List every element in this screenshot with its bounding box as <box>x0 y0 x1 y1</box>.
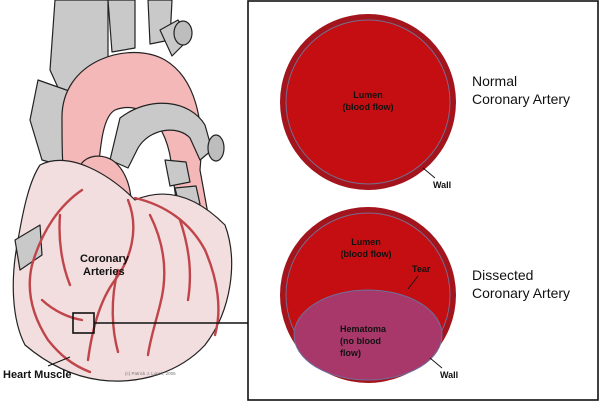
branch-artery-2 <box>178 218 192 302</box>
right-coronary-artery <box>28 188 92 374</box>
illustration-credit: (c) Patrick J. Lynch, 2006 <box>125 371 176 376</box>
coronary-arteries-label: Coronary <box>80 253 130 265</box>
hematoma <box>293 289 443 381</box>
heart-muscle-leader-line <box>47 356 71 367</box>
hematoma-sublabel: (no blood <box>340 336 381 346</box>
dissected-wall-leader-line <box>429 357 443 369</box>
branch-artery-3 <box>58 213 72 287</box>
pulmonary-vein-1 <box>164 159 191 187</box>
branch-artery-1 <box>146 213 166 357</box>
aortic-branch-1 <box>107 0 136 53</box>
circumflex-artery <box>133 196 220 337</box>
normal-wall-label: Wall <box>433 180 451 190</box>
hematoma-label: Hematoma <box>340 324 387 334</box>
tear-leader-line <box>407 275 419 290</box>
tear-label: Tear <box>412 264 431 274</box>
dissected-artery-cross-section <box>280 207 456 383</box>
normal-lumen-label: Lumen <box>353 90 383 100</box>
vessel-opening-1 <box>173 20 193 46</box>
normal-lumen-sublabel: (blood flow) <box>343 102 394 112</box>
normal-artery-title: Normal <box>472 73 517 89</box>
dissected-wall-label: Wall <box>440 370 458 380</box>
hematoma-sublabel: flow) <box>340 348 361 358</box>
dissected-artery-title: Dissected <box>472 267 533 283</box>
normal-artery-lumen <box>285 19 451 185</box>
heart-muscle-label: Heart Muscle <box>3 369 71 381</box>
dissected-lumen-sublabel: (blood flow) <box>341 249 392 259</box>
normal-artery-cross-section <box>280 14 456 190</box>
normal-artery-subtitle: Coronary Artery <box>472 91 570 107</box>
branch-artery-5 <box>40 298 84 322</box>
coronary-arteries-label: Arteries <box>83 266 125 278</box>
normal-wall-leader-line <box>422 167 436 179</box>
branch-artery-4 <box>111 268 120 354</box>
heart-illustration <box>12 0 233 382</box>
coronary-arteries <box>28 188 220 374</box>
vessel-opening-2 <box>207 134 225 162</box>
ivc-vessel <box>14 224 43 271</box>
dissected-lumen-label: Lumen <box>351 237 381 247</box>
dissected-artery-subtitle: Coronary Artery <box>472 285 570 301</box>
pulmonary-artery-right <box>109 102 213 169</box>
